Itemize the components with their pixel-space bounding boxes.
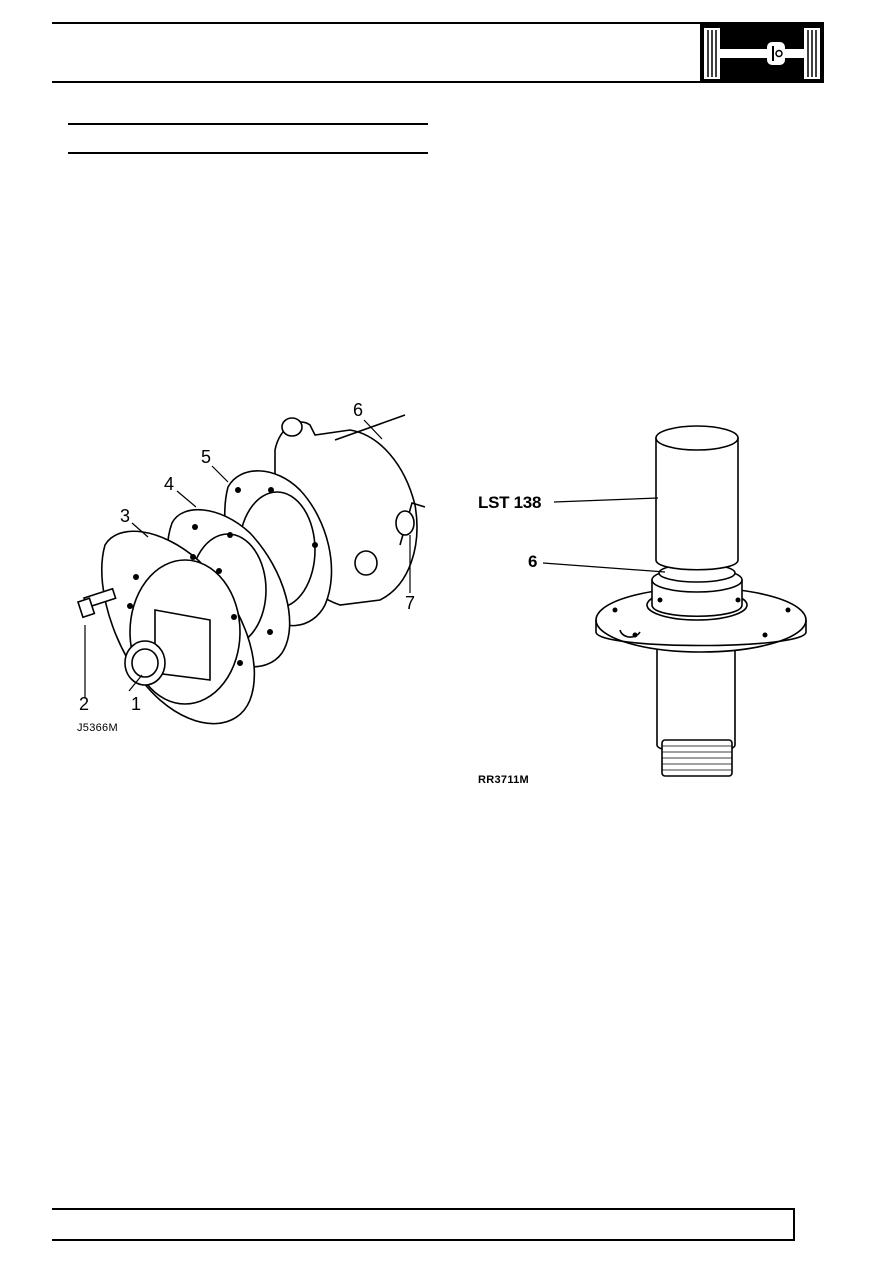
callout-3: 3	[120, 506, 131, 526]
callout-seal-6: 6	[528, 552, 538, 571]
callout-1: 1	[131, 694, 142, 714]
seal-installation-drawing	[542, 425, 807, 777]
figure-ref-left: J5366M	[77, 722, 118, 734]
callout-6: 6	[353, 400, 364, 420]
figure-ref-right: RR3711M	[478, 774, 530, 786]
header-top-rule	[52, 22, 824, 24]
callout-5: 5	[201, 447, 212, 467]
tool-label-lst138: LST 138	[478, 493, 542, 512]
axle-drivetrain-icon	[700, 24, 824, 83]
header-bottom-rule	[52, 81, 701, 83]
page-footer	[52, 1208, 795, 1241]
section-rule-bottom	[68, 152, 428, 154]
hub-exploded-drawing	[76, 414, 426, 725]
hub-exploded-diagram: 1 2 3 4 5 6 7 J5366M	[60, 395, 440, 755]
callout-7: 7	[405, 593, 416, 613]
seal-installation-diagram: LST 138 6 RR3711M	[470, 410, 840, 790]
section-rule-top	[68, 123, 428, 125]
callout-4: 4	[164, 474, 175, 494]
callout-2: 2	[79, 694, 90, 714]
